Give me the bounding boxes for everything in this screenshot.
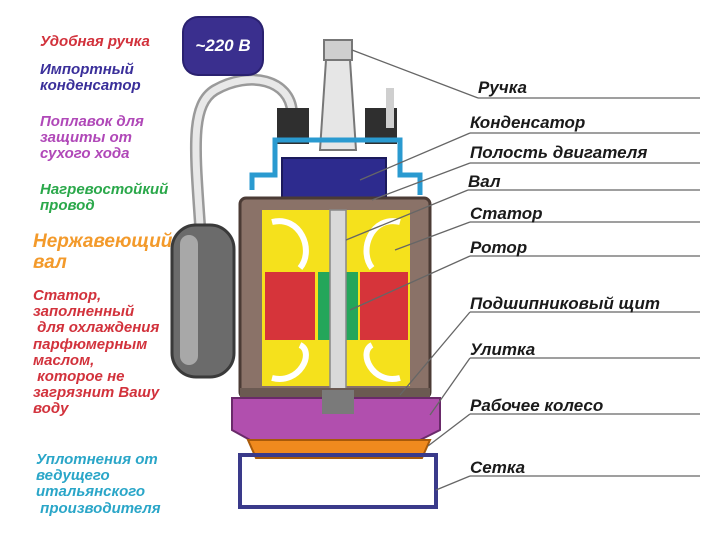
- part-label-1: Ручка: [478, 78, 527, 97]
- part-label-9: Рабочее колесо: [470, 396, 604, 415]
- screen: [238, 453, 438, 509]
- part-label-6: Ротор: [470, 238, 528, 257]
- part-label-10: Сетка: [470, 458, 526, 477]
- handle-top: [323, 39, 353, 61]
- leader-lines: [345, 49, 700, 491]
- handle: [318, 59, 358, 151]
- left-note-4: Нагревостойкий провод: [40, 181, 169, 215]
- left-note-3: Поплавок для защиты от сухого хода: [40, 113, 144, 163]
- left-note-1: Удобная ручка: [40, 33, 150, 50]
- left-note-7: Уплотнения от ведущего итальянского прои…: [36, 451, 161, 517]
- winding-right: [360, 272, 408, 340]
- left-note-5: Нержавеющий вал: [33, 231, 173, 273]
- part-label-8: Улитка: [470, 340, 536, 359]
- seal-block: [322, 390, 354, 414]
- wire-right: [386, 88, 394, 128]
- part-label-2: Конденсатор: [470, 113, 586, 132]
- part-label-3: Полость двигателя: [470, 143, 648, 162]
- left-note-6: Статор, заполненный для охлаждения парфю…: [33, 287, 160, 418]
- coil-top-left: [271, 218, 309, 270]
- winding-left: [265, 272, 315, 340]
- coil-bottom-left: [271, 342, 309, 382]
- voltage-badge: ~220 В: [184, 18, 262, 74]
- top-cover-seal: [249, 137, 423, 195]
- cable-inner: [192, 76, 296, 226]
- part-label-7: Подшипниковый щит: [470, 294, 660, 313]
- capacitor: [281, 157, 387, 199]
- part-label-5: Статор: [470, 204, 543, 223]
- part-label-4: Вал: [468, 172, 501, 191]
- left-note-2: Импортный конденсатор: [40, 61, 141, 95]
- coil-bottom-right: [363, 342, 401, 382]
- float-highlight: [180, 235, 198, 365]
